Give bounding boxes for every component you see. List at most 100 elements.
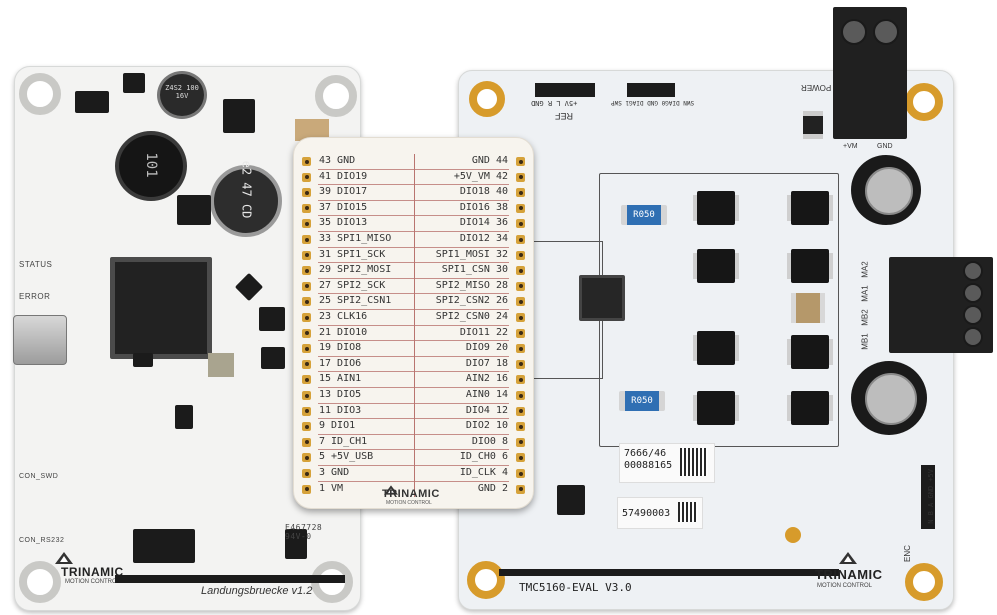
header-pad — [516, 219, 525, 229]
header-pad — [516, 453, 525, 463]
divider — [414, 372, 415, 388]
header-pad — [516, 359, 525, 369]
diag-header[interactable] — [627, 83, 675, 97]
header-pad — [516, 437, 525, 447]
black-stripe — [499, 569, 839, 576]
diode-chip — [123, 73, 145, 93]
pin-right-label: DIO12 34 — [459, 233, 508, 244]
header-pad — [516, 297, 525, 307]
header-pad — [516, 422, 525, 432]
pin-right-label: DIO2 10 — [465, 420, 508, 432]
ref-header[interactable] — [535, 83, 595, 97]
sticker-line: 7666/46 — [624, 448, 667, 459]
row-divider — [318, 418, 509, 420]
screw-icon[interactable] — [873, 19, 899, 45]
trinamic-logo-icon — [839, 551, 857, 569]
divider — [414, 434, 415, 451]
row-divider — [318, 184, 509, 186]
header-pad — [302, 422, 311, 432]
pin-left-label: 15 AIN1 — [319, 373, 362, 385]
divider — [414, 419, 415, 435]
pin-left-label: 39 DIO17 — [319, 186, 368, 198]
pin-right-label: DIO14 36 — [459, 217, 508, 229]
divider — [414, 169, 415, 186]
mosfet — [693, 191, 739, 225]
mosfet — [693, 391, 739, 425]
header-pad — [302, 235, 311, 244]
pin-left-label: 33 SPI1_MISO — [319, 233, 392, 244]
usb-connector[interactable] — [13, 315, 67, 365]
screw-icon[interactable] — [841, 19, 867, 45]
pin-left-label: 13 DIO5 — [319, 389, 362, 400]
header-pad — [516, 375, 525, 385]
header-pad — [302, 469, 311, 478]
motor-terminal[interactable] — [889, 257, 993, 353]
divider — [414, 325, 415, 342]
screw-icon[interactable] — [963, 283, 983, 303]
header-pad — [302, 313, 311, 322]
pin-left-label: 29 SPI2_MOSI — [319, 264, 392, 276]
ic-chip — [175, 405, 193, 429]
row-divider — [318, 480, 509, 482]
sense-resistor: R050 — [621, 205, 667, 225]
pin-right-label: SPI2_CSN2 26 — [435, 295, 508, 307]
enc-label: ENC — [902, 545, 912, 562]
divider — [414, 356, 415, 373]
header-pad — [302, 328, 311, 338]
brand-name: TRINAMIC — [61, 565, 124, 579]
divider — [414, 403, 415, 420]
con-swd-label: CON_SWD — [19, 473, 59, 480]
screw-icon[interactable] — [963, 327, 983, 347]
header-pad — [516, 266, 525, 276]
row-divider — [318, 324, 509, 326]
header-pad — [516, 172, 525, 182]
pin-left-label: 41 DIO19 — [319, 170, 368, 182]
divider — [414, 294, 415, 310]
mount-hole — [19, 561, 61, 603]
screw-icon[interactable] — [963, 261, 983, 281]
mount-hole — [905, 83, 943, 121]
pin-right-label: SPI1_MOSI 32 — [435, 248, 508, 260]
pin-left-label: 17 DIO6 — [319, 357, 362, 369]
diode — [803, 111, 823, 139]
capacitor-marking: Z4S2 100 16V — [165, 84, 199, 100]
screw-icon[interactable] — [963, 305, 983, 325]
header-pad — [302, 297, 311, 307]
divider — [414, 185, 415, 201]
header-pad — [302, 406, 311, 416]
brand-name: TRINAMIC — [815, 567, 883, 582]
pin-left-label: 11 DIO3 — [319, 404, 362, 416]
row-divider — [318, 355, 509, 357]
power-terminal[interactable] — [833, 7, 907, 139]
encoder-header[interactable] — [921, 465, 935, 529]
pin-left-label: 3 GND — [319, 467, 350, 478]
pin-left-label: 37 DIO15 — [319, 201, 368, 213]
pin-right-label: SPI1_CSN 30 — [441, 264, 508, 276]
pin-row: 41 DIO19+5V_VM 42 — [302, 169, 525, 186]
pin-left-label: 23 CLK16 — [319, 311, 368, 322]
mosfet — [693, 249, 739, 283]
con-rs232-label: CON_RS232 — [19, 537, 65, 544]
row-divider — [318, 464, 509, 466]
id-sticker: 57490003 — [617, 497, 703, 529]
header-pad — [302, 266, 311, 276]
header-pad — [302, 219, 311, 229]
ic-chip — [557, 485, 585, 515]
divider — [414, 247, 415, 264]
header-pad — [516, 313, 525, 322]
capacitor-top — [865, 373, 917, 425]
trinamic-logo-icon — [384, 482, 398, 500]
row-divider — [318, 246, 509, 248]
mount-hole — [467, 561, 505, 599]
header-pad — [516, 188, 525, 198]
